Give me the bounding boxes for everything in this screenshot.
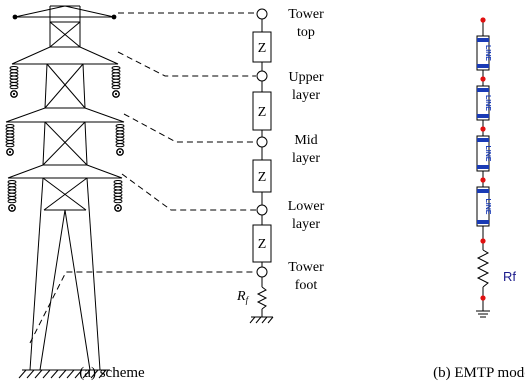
dashed-connectors <box>29 12 257 344</box>
emtp-node <box>480 238 486 244</box>
emtp-node <box>480 17 486 23</box>
emtp-node <box>480 177 486 183</box>
emtp-node <box>480 76 486 82</box>
tower-leg-right <box>86 177 101 371</box>
emtp-model: LINE LINE LINE LINE <box>476 17 491 318</box>
connector-foot <box>29 271 256 344</box>
insulator-string <box>9 66 19 98</box>
label-upper-layer-2: layer <box>292 88 320 103</box>
caption-scheme: (a) scheme <box>79 365 145 381</box>
impedance-ladder <box>249 19 274 324</box>
emtp-line-text: LINE <box>484 199 491 215</box>
emtp-line-block: LINE <box>476 85 491 121</box>
emtp-line-text: LINE <box>484 45 491 61</box>
node-tower-foot <box>256 266 268 278</box>
middle-cross-arm <box>5 107 125 123</box>
lower-cross-arm <box>7 164 123 179</box>
footing-resistor <box>256 286 268 310</box>
tower-structure <box>5 5 125 379</box>
insulator-string <box>7 180 17 212</box>
rf-subscript: f <box>246 295 250 305</box>
node-lower-layer <box>256 204 268 216</box>
connector-upper <box>117 51 256 77</box>
label-tower-foot-2: foot <box>295 278 318 293</box>
ladder-nodes <box>256 8 268 278</box>
shield-wire-arm <box>14 5 115 18</box>
connector-lower <box>121 173 256 211</box>
impedance-label-3: Z <box>258 170 267 185</box>
insulator-string <box>5 124 15 156</box>
label-mid-layer-2: layer <box>292 151 320 166</box>
emtp-resistor <box>476 249 490 288</box>
footing-resistance-label: Rf <box>236 289 250 305</box>
insulator-string <box>111 66 121 98</box>
insulator-strings <box>5 66 125 212</box>
rf-symbol: R <box>236 289 246 304</box>
node-upper-layer <box>256 70 268 82</box>
impedance-label-4: Z <box>258 237 267 252</box>
label-lower-layer-2: layer <box>292 217 320 232</box>
ground-hatch <box>18 369 107 379</box>
emtp-node <box>480 126 486 132</box>
emtp-line-block: LINE <box>476 186 491 227</box>
label-upper-layer-1: Upper <box>289 70 324 85</box>
label-lower-layer-1: Lower <box>288 199 325 214</box>
impedance-label-2: Z <box>258 105 267 120</box>
label-tower-foot-1: Tower <box>288 260 324 275</box>
label-tower-top-2: top <box>297 25 315 40</box>
shield-wire-left <box>12 14 18 20</box>
node-tower-top <box>256 8 268 20</box>
shield-wire-right <box>111 14 117 20</box>
emtp-resistor-label: Rf <box>503 269 516 284</box>
emtp-line-text: LINE <box>484 146 491 162</box>
node-mid-layer <box>256 136 268 148</box>
tower-leg-left <box>29 177 44 371</box>
insulator-string <box>113 180 123 212</box>
upper-cross-arm <box>11 46 119 65</box>
emtp-line-text: LINE <box>484 95 491 111</box>
connector-mid <box>123 113 256 143</box>
label-mid-layer-1: Mid <box>294 133 317 148</box>
emtp-line-block: LINE <box>476 35 491 71</box>
impedance-label-1: Z <box>258 41 267 56</box>
emtp-line-block: LINE <box>476 135 491 172</box>
emtp-node <box>480 295 486 301</box>
insulator-string <box>115 124 125 156</box>
label-tower-top-1: Tower <box>288 7 324 22</box>
caption-emtp: (b) EMTP mode <box>433 365 525 381</box>
